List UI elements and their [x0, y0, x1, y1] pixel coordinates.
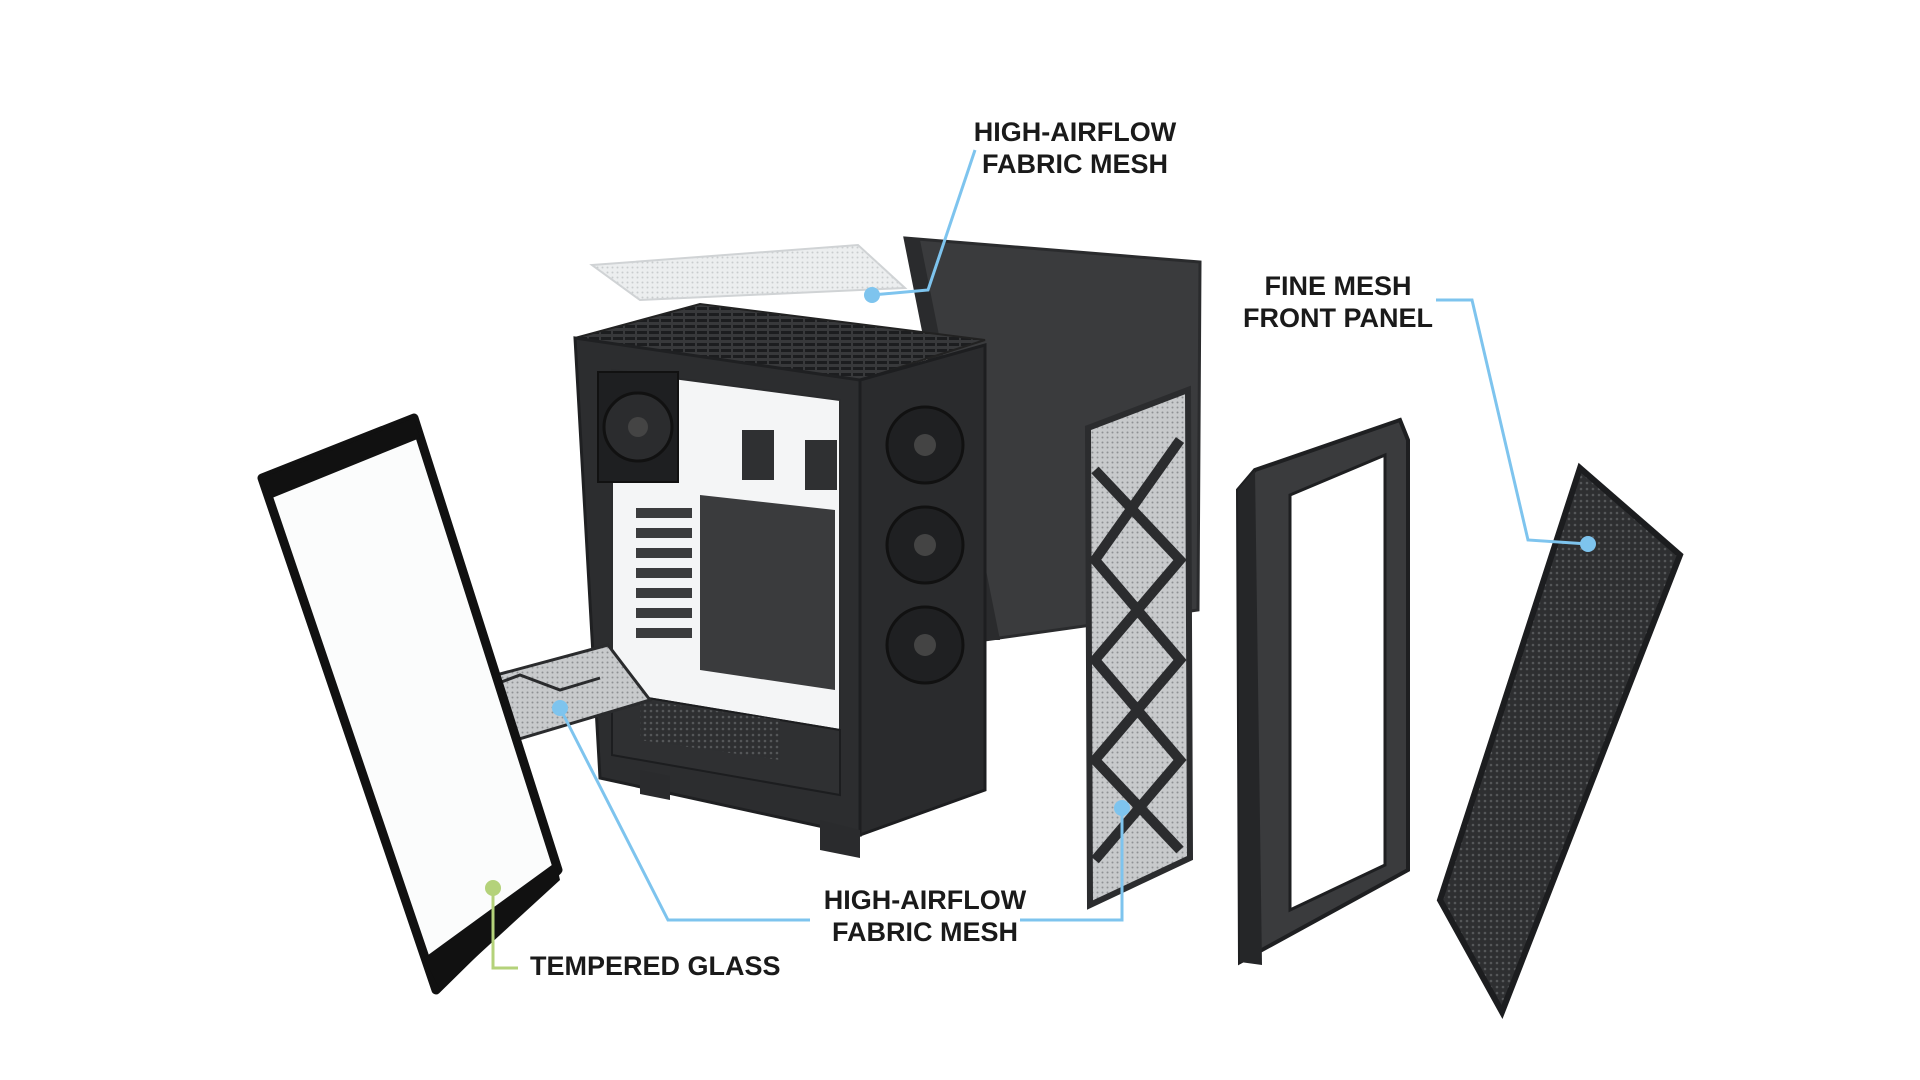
callout-line-side-mesh [558, 707, 810, 922]
fine-mesh-front-panel [1436, 462, 1684, 1020]
callout-side-mesh-line2: FABRIC MESH [831, 917, 1018, 947]
callout-dot-glass [485, 880, 501, 896]
rear-fan [597, 371, 679, 483]
callout-line-glass [491, 888, 518, 970]
tempered-glass-panel [257, 413, 563, 995]
callout-label-glass: TEMPERED GLASS [530, 950, 781, 982]
callout-dot-top-mesh [864, 287, 880, 303]
case-chassis [573, 302, 987, 858]
callout-line-top-mesh [871, 149, 977, 297]
callout-front-panel-line2: FRONT PANEL [1243, 303, 1433, 333]
callout-top-mesh-line1: HIGH-AIRFLOW [973, 117, 1177, 147]
callout-line-front-mesh [1020, 810, 1124, 922]
expansion-slots [636, 508, 692, 638]
front-bezel-frame [1235, 417, 1410, 966]
callout-top-mesh-line2: FABRIC MESH [981, 149, 1168, 179]
callout-dot-side-mesh [552, 700, 568, 716]
front-fabric-mesh-filter [1084, 385, 1194, 910]
callout-line-front-panel [1436, 298, 1589, 546]
callout-side-mesh-line1: HIGH-AIRFLOW [823, 885, 1027, 915]
callout-glass-line1: TEMPERED GLASS [530, 951, 781, 981]
callout-dot-front-panel [1580, 536, 1596, 552]
top-fabric-mesh-filter [589, 243, 908, 302]
callout-dot-front-mesh [1114, 800, 1130, 816]
front-fans [885, 405, 965, 685]
callout-label-front-panel: FINE MESH FRONT PANEL [1228, 270, 1448, 334]
callout-label-side-mesh: HIGH-AIRFLOW FABRIC MESH [810, 884, 1040, 948]
callout-label-top-mesh: HIGH-AIRFLOW FABRIC MESH [960, 116, 1190, 180]
callout-lines [485, 149, 1596, 970]
callout-front-panel-line1: FINE MESH [1264, 271, 1412, 301]
